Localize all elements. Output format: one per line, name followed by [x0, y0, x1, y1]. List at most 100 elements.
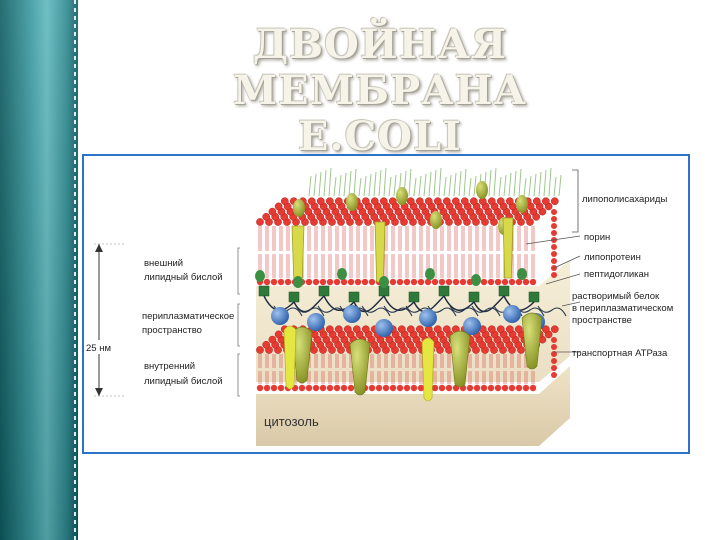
soluble-protein [343, 305, 361, 323]
lps-strand [413, 177, 417, 197]
outer-head [305, 278, 313, 286]
inner-head [466, 384, 474, 392]
outer-head [268, 207, 277, 216]
outer-head [325, 197, 334, 206]
transport-atpase [449, 330, 471, 388]
peptidoglycan-chain [353, 295, 385, 313]
lps-strand [448, 174, 452, 197]
outer-head [460, 197, 469, 206]
outer-side-head [551, 223, 557, 229]
inner-head [473, 384, 481, 392]
inner-head [505, 325, 514, 334]
inner-head [361, 325, 370, 334]
outer-head [469, 197, 478, 206]
inner-head [406, 325, 415, 334]
lps-strand [363, 175, 367, 197]
peptidoglycan-node [288, 291, 300, 303]
lps-strand [383, 167, 387, 197]
lps-strand [328, 167, 332, 197]
inner-head [403, 384, 411, 392]
outer-bilayer-label-2: липидный бислой [144, 272, 223, 283]
inner-head [375, 384, 383, 392]
inner-head [263, 384, 271, 392]
outer-head [541, 197, 550, 206]
peptidoglycan-node [408, 291, 420, 303]
lps-strand [503, 174, 507, 197]
lps-strand [333, 176, 337, 197]
outer-side-head [551, 230, 557, 236]
inner-head [501, 384, 509, 392]
lps-strand [558, 174, 562, 197]
outer-head [379, 197, 388, 206]
lipoprotein [517, 268, 527, 280]
inner-side-head [551, 372, 557, 378]
inner-channel [283, 325, 297, 390]
outer-bilayer-label-1: внешний [144, 258, 183, 269]
outer-head [442, 197, 451, 206]
soluble-protein [271, 307, 289, 325]
outer-head [438, 278, 446, 286]
soluble-protein-label-2: в периплазматическом [572, 303, 673, 314]
inner-head [529, 384, 537, 392]
inner-side-head [551, 365, 557, 371]
outer-head [284, 278, 292, 286]
lipoprotein [425, 268, 435, 280]
porin [502, 217, 514, 279]
peptidoglycan-node [348, 291, 360, 303]
outer-head [347, 278, 355, 286]
lps-strand [313, 173, 317, 197]
outer-head [333, 278, 341, 286]
inner-head [445, 384, 453, 392]
outer-head [494, 278, 502, 286]
title-line-1: ДВОЙНАЯ МЕМБРАНА [232, 21, 528, 114]
lps-strand [308, 175, 312, 197]
outer-head [316, 197, 325, 206]
outer-head [431, 278, 439, 286]
lps-label: липополисахариды [582, 194, 667, 205]
thickness-scale: 25 нм [86, 243, 124, 397]
outer-side-head [551, 209, 557, 215]
peptidoglycan-node [528, 291, 540, 303]
lps-strand [378, 169, 382, 197]
peptidoglycan-crosslink [317, 305, 347, 317]
outer-head [424, 197, 433, 206]
atpase-label: транспортная АТРаза [572, 348, 668, 359]
lipopolysaccharide-fringe [308, 167, 562, 197]
peptidoglycan-chain [383, 295, 415, 311]
outer-head [522, 278, 530, 286]
outer-protein [476, 181, 488, 199]
inner-head [480, 384, 488, 392]
outer-head [388, 197, 397, 206]
lps-strand [513, 170, 517, 197]
inner-head [438, 384, 446, 392]
lps-strand [438, 167, 442, 197]
transport-atpase [291, 326, 313, 384]
lps-strand [488, 169, 492, 197]
peptidoglycan-crosslink [295, 305, 325, 317]
membrane-figure-frame: цитозоль 25 нм внешний липидный бислой п… [82, 154, 690, 454]
lps-strand [368, 173, 372, 197]
inner-head [305, 384, 313, 392]
outer-head [354, 278, 362, 286]
inner-head [352, 325, 361, 334]
thickness-label: 25 нм [86, 343, 111, 354]
lps-strand [453, 172, 457, 197]
inner-head [343, 325, 352, 334]
lps-strand [528, 175, 532, 197]
lps-strand [443, 176, 447, 197]
outer-head [515, 278, 523, 286]
lps-strand [543, 169, 547, 197]
inner-head [494, 384, 502, 392]
periplasmic-label-2: пространство [142, 325, 202, 336]
lps-strand [523, 177, 527, 197]
outer-head [501, 278, 509, 286]
peptidoglycan-crosslink [383, 305, 413, 317]
soluble-protein-label-1: растворимый белок [572, 291, 660, 302]
inner-head [277, 384, 285, 392]
cytosol-block [256, 366, 570, 446]
inner-head [274, 330, 283, 339]
peptidoglycan-chain [473, 295, 505, 313]
inner-side-head [551, 344, 557, 350]
outer-head [505, 197, 514, 206]
outer-head [433, 197, 442, 206]
